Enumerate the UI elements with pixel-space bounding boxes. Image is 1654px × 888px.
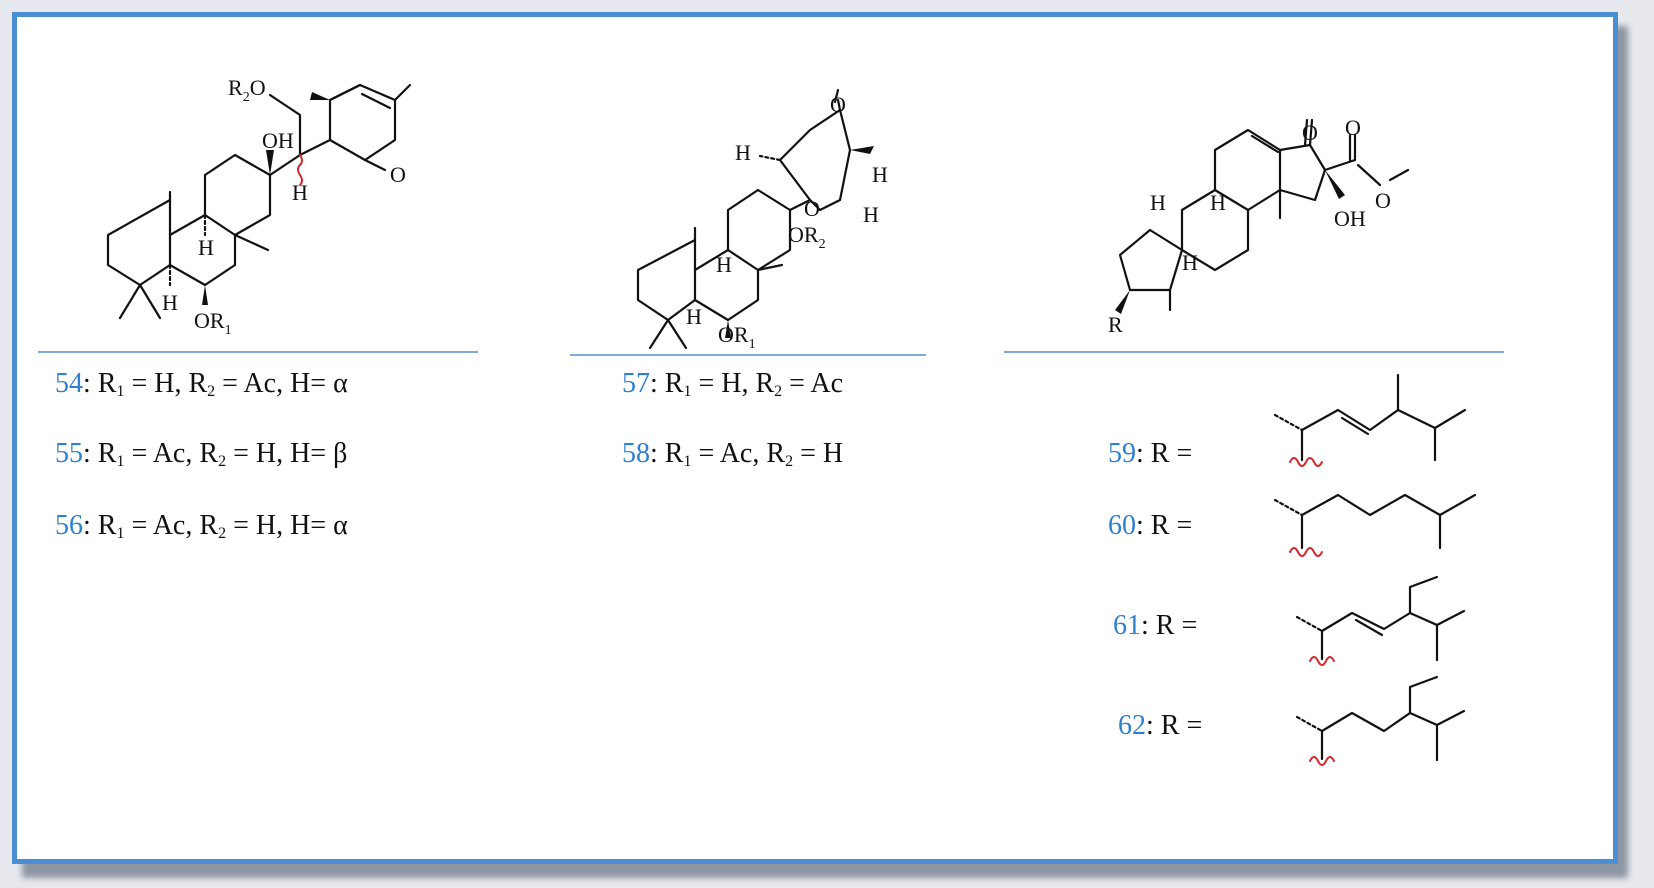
atom-r2o: R2O <box>228 75 266 105</box>
side-chain-62 <box>1295 675 1466 766</box>
atom-o-1: O <box>1302 120 1318 145</box>
atom-h-2: H <box>198 235 214 260</box>
label-57: 57: R1 = H, R2 = Ac <box>622 368 844 400</box>
atom-or1-2: OR1 <box>718 322 756 352</box>
structure-54-56: R2O OH O H H H OR1 <box>106 75 412 338</box>
atom-ketone-o-2: O <box>830 92 846 117</box>
label-59: 59: R = <box>1108 438 1193 469</box>
label-56: 56: R1 = Ac, R2 = H, H= α <box>55 510 348 542</box>
atom-r: R <box>1108 312 1123 337</box>
label-54: 54: R1 = H, R2 = Ac, H= α <box>55 368 348 400</box>
atom-ether-o: O <box>804 196 820 221</box>
side-chain-61 <box>1295 575 1466 666</box>
structure-59-62: R H H H O O O OH <box>1108 115 1410 337</box>
atom-o-3: O <box>1375 188 1391 213</box>
atom-h-3: H <box>162 290 178 315</box>
divider-middle <box>570 354 926 356</box>
atom-h-5: H <box>872 162 888 187</box>
structure-57-58: H O H H O OR2 H H OR1 <box>636 88 888 352</box>
label-58: 58: R1 = Ac, R2 = H <box>622 438 844 470</box>
label-61: 61: R = <box>1113 610 1198 641</box>
atom-h-11: H <box>1182 250 1198 275</box>
atom-h-6: H <box>863 202 879 227</box>
label-60: 60: R = <box>1108 510 1193 541</box>
divider-left <box>38 351 478 353</box>
label-55: 55: R1 = Ac, R2 = H, H= β <box>55 438 348 470</box>
atom-h-4: H <box>735 140 751 165</box>
atom-h-7: H <box>716 252 732 277</box>
atom-oh-2: OH <box>1334 206 1366 231</box>
atom-h-9: H <box>1150 190 1166 215</box>
atom-ketone-o: O <box>390 162 406 187</box>
atom-h-8: H <box>686 304 702 329</box>
atom-o-2: O <box>1345 115 1361 140</box>
atom-or1: OR1 <box>194 308 232 338</box>
atom-h-10: H <box>1210 190 1226 215</box>
divider-right <box>1004 351 1504 353</box>
label-62: 62: R = <box>1118 710 1203 741</box>
atom-oh: OH <box>262 128 294 153</box>
atom-or2: OR2 <box>788 222 826 252</box>
atom-h-1: H <box>292 180 308 205</box>
side-chain-60 <box>1273 493 1477 557</box>
side-chain-59 <box>1273 373 1467 467</box>
